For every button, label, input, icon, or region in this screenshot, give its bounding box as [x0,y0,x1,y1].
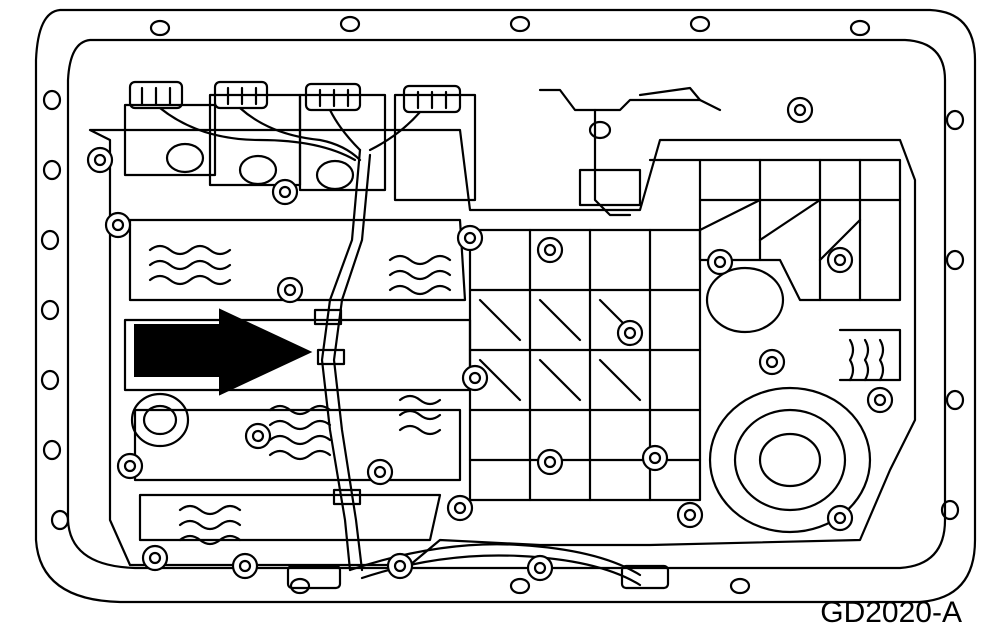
bolt [536,236,564,264]
bolt [104,211,132,239]
bolt [866,386,894,414]
harness-connector-left [286,564,342,590]
connector-1 [128,80,184,110]
separator-grid [468,158,902,502]
bolt [641,444,669,472]
bolt [616,319,644,347]
spring-bank-a [148,244,232,286]
bolt [86,146,114,174]
bolt [141,544,169,572]
bolt [276,276,304,304]
connector-3 [304,82,362,112]
bolt [826,246,854,274]
solenoid-connectors [128,80,462,114]
bolt [676,501,704,529]
servo-accumulator [705,266,902,534]
bolt [446,494,474,522]
bolt [758,348,786,376]
bolt [461,364,489,392]
harness-clip-2 [316,348,346,366]
harness-clip-1 [313,308,343,326]
bolt [526,554,554,582]
manual-valve-linkage [538,86,722,217]
bolt [706,248,734,276]
valve-springs [148,244,452,546]
bolt [366,458,394,486]
spring-bank-d [398,394,442,436]
bolt [116,452,144,480]
bolt [826,504,854,532]
port-left [130,392,190,448]
flange-holes-left [40,89,70,531]
bolt [244,422,272,450]
spring-bank-b [388,254,452,296]
bolts [86,96,894,582]
arrow-icon [134,308,313,396]
bolt [271,178,299,206]
case-flange [34,8,977,604]
spring-bank-c [268,404,332,461]
flange-holes-right [289,109,965,595]
bolt [386,552,414,580]
harness-connector-right [620,564,670,590]
solenoid-bodies [123,93,477,202]
bolt [456,224,484,252]
figure-id-label: GD2020-A [820,596,962,629]
flange-holes-top [149,15,871,37]
connector-4 [402,84,462,114]
wiring-harness [158,106,670,590]
bolt [231,552,259,580]
harness-clip-3 [332,488,362,506]
bolt [536,448,564,476]
bolt [786,96,814,124]
spring-bank-e [178,504,242,546]
